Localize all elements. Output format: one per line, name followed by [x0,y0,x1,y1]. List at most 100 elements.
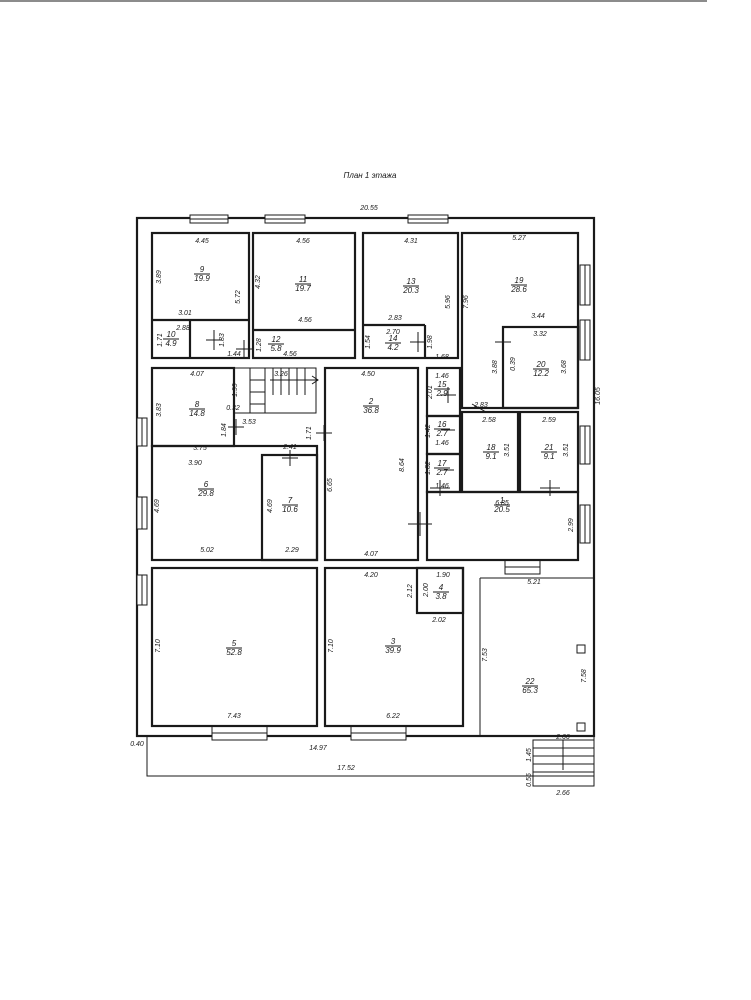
dimension-label: 7.58 [581,669,588,683]
dimension-label: 4.69 [267,499,274,513]
dimension-label: 1.28 [256,338,263,352]
dimension-label: 0.32 [226,405,240,412]
dimension-label: 3.53 [242,419,256,426]
dimension-label: 0.40 [130,741,144,748]
room-area: 39.9 [385,646,401,655]
room-area: 29.8 [197,489,214,498]
room-label-7: 710.6 [282,496,298,514]
dimension-label: 2.01 [427,385,434,400]
dimension-label: 2.66 [555,734,570,741]
room-area: 28.6 [510,285,527,294]
room-number: 13 [407,277,416,286]
dimension-label: 3.88 [492,360,499,374]
room-area: 14.8 [189,409,205,418]
dimension-label: 1.54 [365,335,372,349]
column-marker [576,644,586,654]
dimension-label: 3.89 [156,270,163,284]
dimension-label: 4.56 [298,317,312,324]
dimension-label: 3.51 [563,443,570,457]
room-label-2: 236.8 [363,397,379,415]
dimension-label: 3.26 [274,371,288,378]
room-number: 11 [299,275,307,284]
dimension-label: 2.70 [385,329,400,336]
room-number: 8 [195,400,200,409]
room-number: 9 [200,265,205,274]
dimension-label: 7.10 [328,639,335,653]
dimension-label: 4.45 [195,238,209,245]
column-marker [576,722,586,732]
dimension-label: 1.68 [435,354,449,361]
dimension-label: 2.59 [541,417,556,424]
dimension-label: 6.85 [495,500,509,507]
room-number: 19 [515,276,524,285]
room-area: 9.1 [485,452,496,461]
room-label-16: 162.7 [434,420,450,438]
dimension-label: 4.31 [404,238,418,245]
dimension-label: 2.00 [423,583,430,598]
room-label-14: 144.2 [385,334,401,352]
door-symbols [206,330,560,561]
dimension-label: 20.55 [359,205,378,212]
room-label-4: 43.8 [433,583,449,601]
dimension-label: 3.44 [531,313,545,320]
dimension-label: 5.27 [512,235,527,242]
room-area: 10.6 [282,505,298,514]
dimension-label: 7.53 [482,648,489,662]
room-area: 4.9 [165,339,177,348]
dimension-label: 7.10 [155,639,162,653]
room-label-18: 189.1 [483,443,499,461]
room-number: 6 [204,480,209,489]
dimension-label: 2.88 [175,325,190,332]
room-number: 7 [288,496,293,505]
dimension-label: 6.65 [327,478,334,492]
dimension-label: 3.32 [533,331,547,338]
room-area: 20.5 [493,505,510,514]
dimension-label: 1.46 [435,483,449,490]
dimension-label: 1.44 [227,351,241,358]
room-area: 2.9 [435,389,448,398]
room-number: 1 [500,496,504,505]
room-label-6: 629.8 [197,480,214,498]
room-number: 3 [391,637,396,646]
dimension-label: 2.02 [431,617,446,624]
room-number: 10 [167,330,176,339]
room-area: 36.8 [363,406,379,415]
dimension-label: 4.20 [364,572,378,579]
dimension-label: 1.82 [425,461,432,475]
room-number: 2 [368,397,374,406]
dimension-label: 1.99 [232,383,239,397]
room-label-5: 552.8 [226,639,242,657]
room-label-1: 120.5 [493,496,510,514]
room-number: 20 [536,360,546,369]
dimension-label: 5.21 [527,579,541,586]
room-number: 12 [272,335,281,344]
dimension-label: 16.05 [595,387,602,405]
dimension-label: 17.52 [337,765,355,772]
dimension-label: 14.97 [309,745,328,752]
room-area: 3.8 [435,592,447,601]
room-label-12: 125.8 [268,335,284,353]
dimension-label: 5.96 [445,295,452,309]
dimension-label: 3.90 [188,460,202,467]
dimension-label: 4.07 [364,551,379,558]
room-area: 2.7 [435,429,448,438]
dimension-label: 1.71 [306,426,313,440]
dimension-label: 1.84 [221,423,228,437]
room-labels: 120.5 236.8 339.9 43.8 552.8 629.8 710.6 814.8 9… [163,265,557,695]
dimension-label: 7.96 [463,295,470,309]
stairs [249,368,595,787]
dimension-label: 7.43 [227,713,241,720]
room-number: 18 [487,443,496,452]
dimension-label: 1.46 [435,440,449,447]
dimension-label: 2.99 [568,518,575,533]
room-area: 2.7 [435,468,448,477]
room-area: 20.3 [402,286,419,295]
room-label-3: 339.9 [385,637,401,655]
dimension-label: 5.02 [200,547,214,554]
dimension-label: 3.75 [193,445,207,452]
